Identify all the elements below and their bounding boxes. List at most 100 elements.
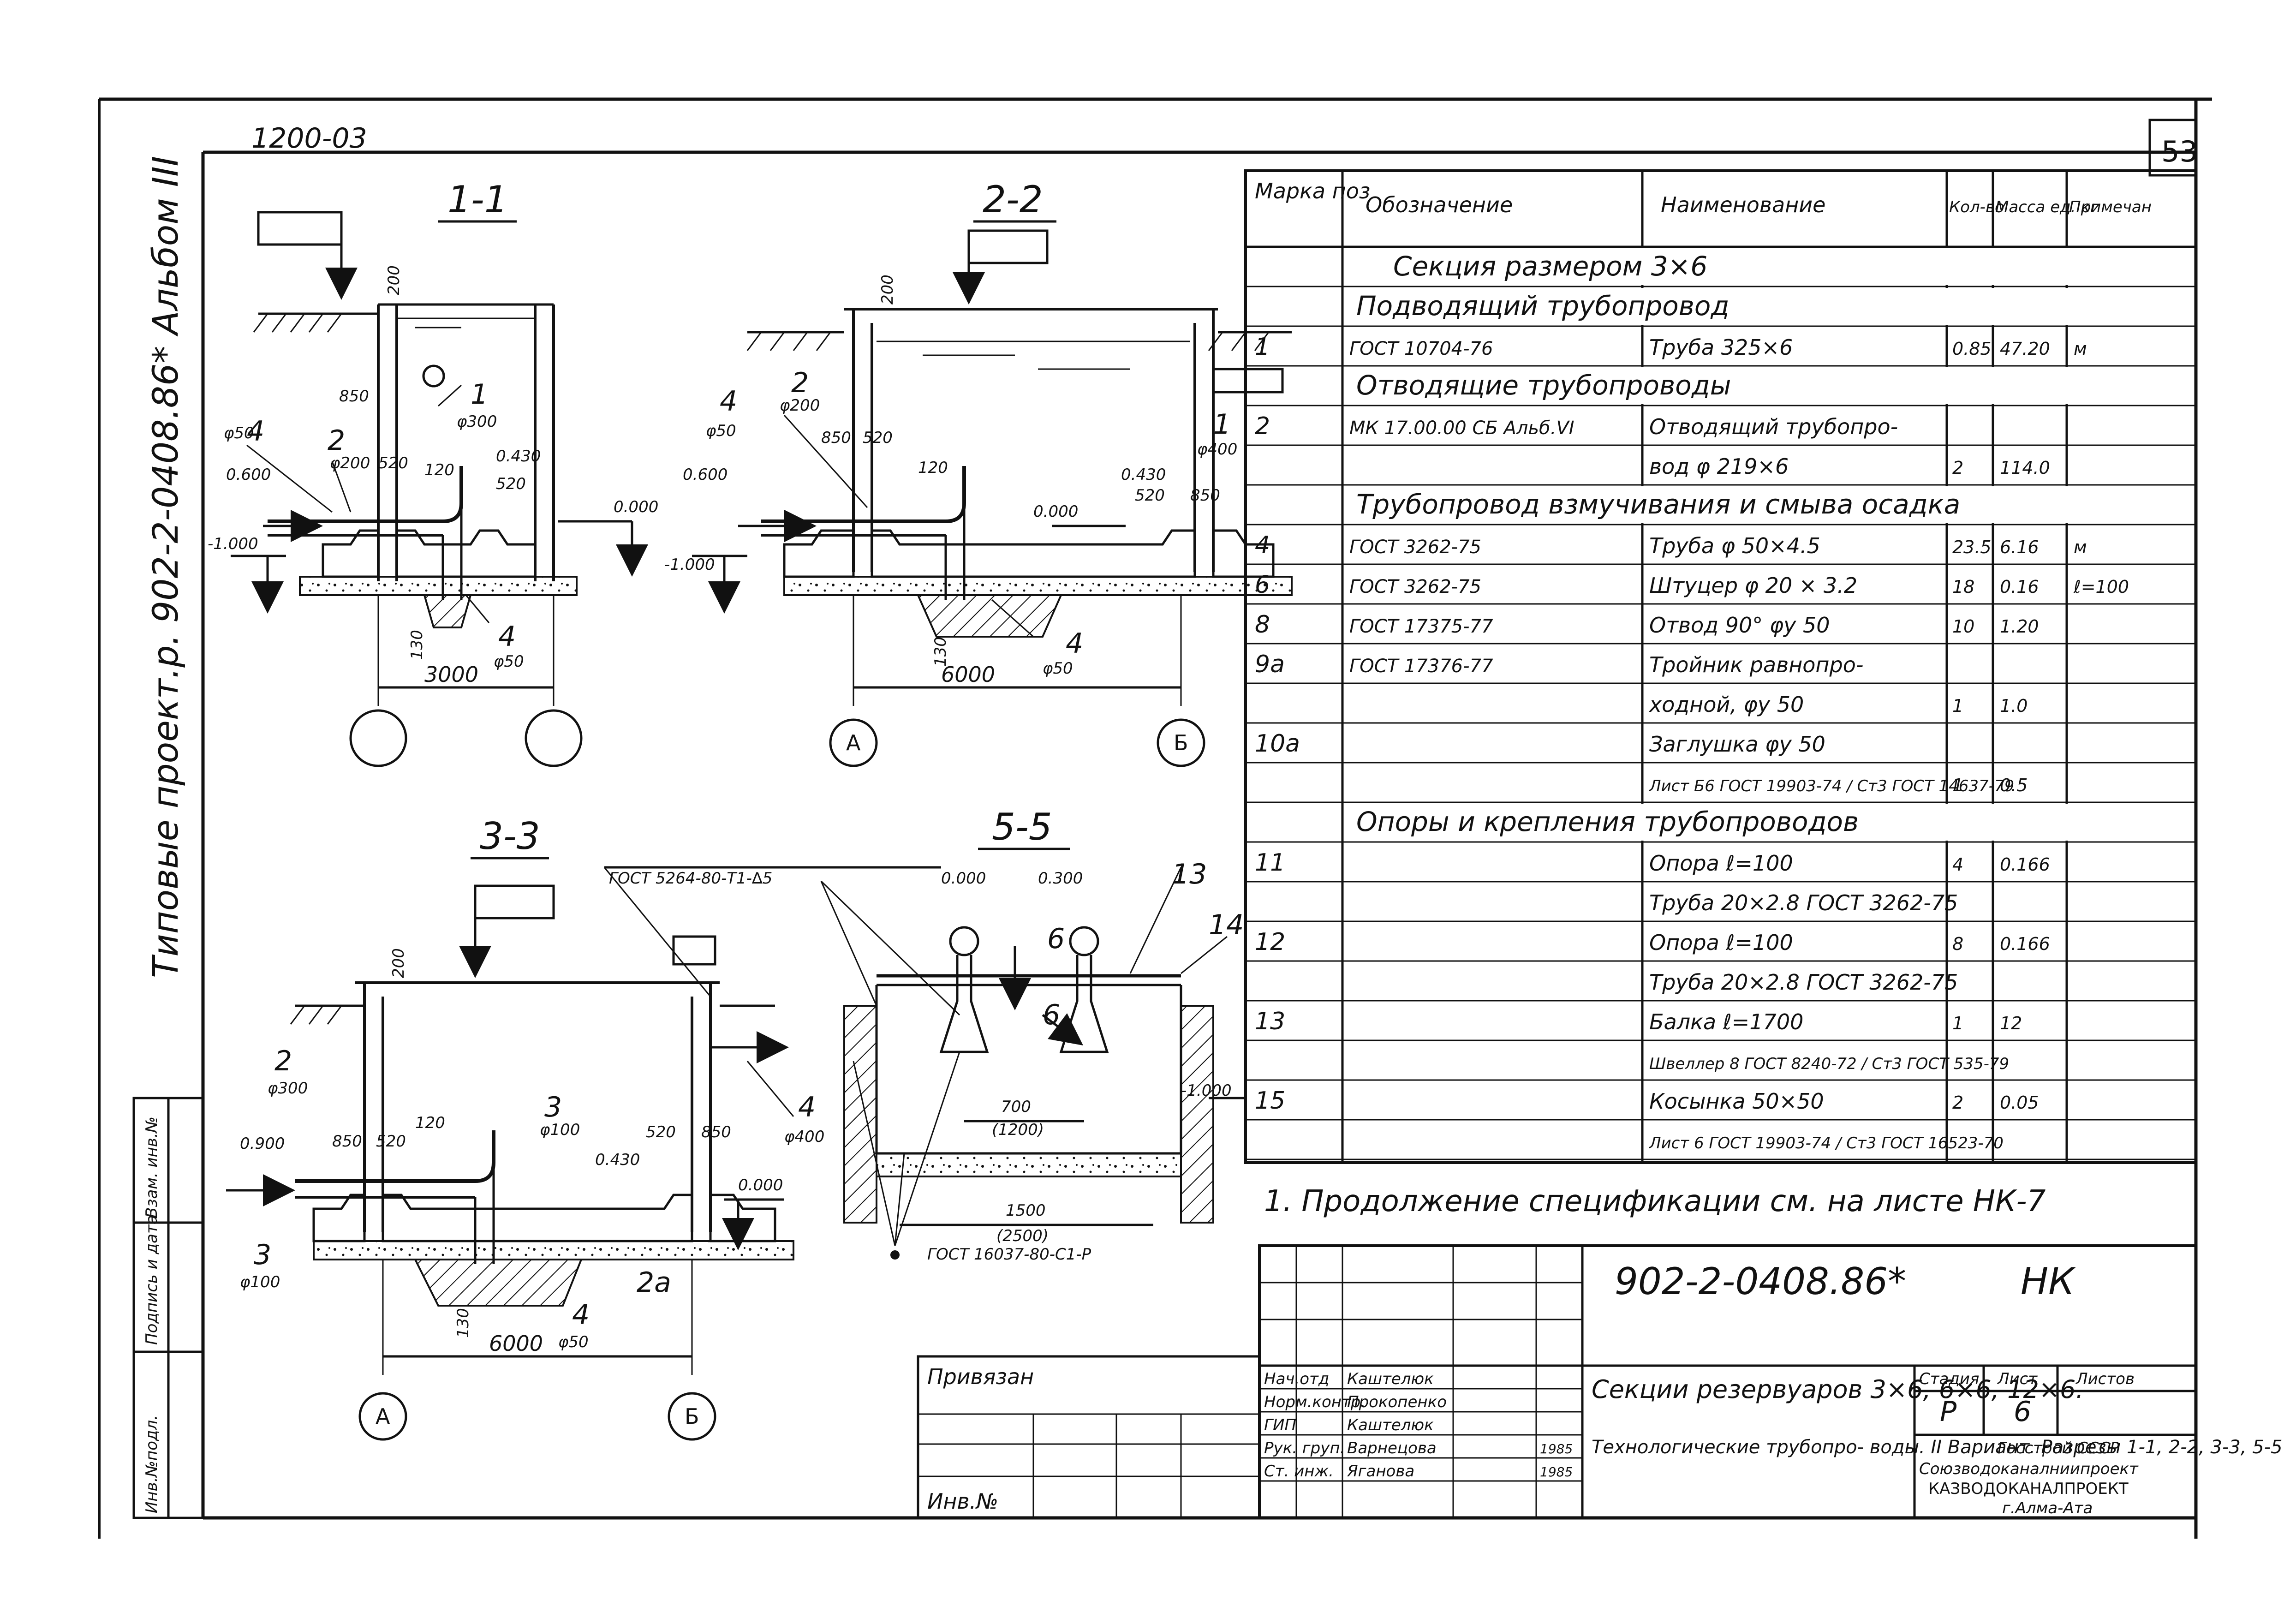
page-number: 53 — [2161, 135, 2198, 168]
svg-text:130: 130 — [931, 637, 950, 667]
spec-cell-name: Тройник равнопро- — [1649, 652, 1863, 677]
spec-cell-name: Лист 6 ГОСТ 19903-74 / Ст3 ГОСТ 16523-70 — [1648, 1134, 2004, 1152]
svg-text:4: 4 — [798, 1091, 816, 1123]
spec-cell-desig: ГОСТ 3262-75 — [1349, 537, 1481, 558]
svg-text:4: 4 — [498, 621, 516, 653]
signature-date: 1985 — [1540, 1441, 1573, 1457]
spec-cell-mass: 47.20 — [2000, 339, 2050, 359]
org-line-4: г.Алма-Ата — [2002, 1499, 2093, 1517]
spec-cell-qty: 1 — [1952, 696, 1963, 716]
spec-cell-pos: 1 — [1255, 333, 1270, 361]
spec-cell-pos: 9а — [1255, 651, 1285, 678]
svg-text:850: 850 — [1190, 486, 1220, 505]
section-3-3: 3-3 ГОСТ 5264-80-Т1-∆5 200 2 φ300 0.900 … — [226, 815, 941, 1441]
svg-text:φ300: φ300 — [268, 1079, 308, 1098]
svg-text:4: 4 — [247, 415, 264, 448]
svg-text:φ400: φ400 — [1197, 440, 1237, 459]
doc-code: 902-2-0408.86* — [1615, 1260, 1906, 1303]
spec-cell-qty: 2 — [1952, 458, 1963, 478]
svg-text:13: 13 — [1172, 858, 1207, 890]
svg-text:2: 2 — [328, 424, 345, 457]
spec-cell-mass: 114.0 — [2000, 458, 2050, 478]
spec-cell-name: Косынка 50×50 — [1649, 1089, 1824, 1114]
spec-cell-mass: 1.20 — [2000, 616, 2039, 637]
spec-cell-pos: 11 — [1255, 849, 1285, 877]
header-code: 1200-03 — [251, 122, 367, 155]
svg-text:φ300: φ300 — [457, 412, 497, 431]
section-2-2-title: 2-2 — [983, 178, 1043, 221]
svg-text:А: А — [846, 730, 861, 755]
svg-text:φ400: φ400 — [784, 1128, 824, 1146]
svg-text:120: 120 — [424, 461, 454, 479]
signature-date: 1985 — [1540, 1464, 1573, 1480]
spec-cell-desig: ГОСТ 10704-76 — [1349, 338, 1493, 359]
section-2-2: 2-2 200 2 φ200 4 φ50 850 520 120 — [664, 178, 1293, 767]
svg-text:1: 1 — [1213, 408, 1231, 441]
spec-cell-qty: 18 — [1952, 577, 1974, 597]
svg-text:3000: 3000 — [424, 662, 478, 687]
spec-cell-mass: 0.16 — [2000, 577, 2039, 597]
spec-cell-name: Отводящий трубопро- — [1649, 414, 1898, 439]
svg-text:850: 850 — [339, 387, 369, 406]
spec-cell-mass: 0.166 — [2000, 934, 2050, 954]
svg-text:0.600: 0.600 — [683, 466, 728, 484]
org-line-3: КАЗВОДОКАНАЛПРОЕКТ — [1928, 1480, 2129, 1498]
svg-text:6000: 6000 — [489, 1331, 543, 1356]
svg-text:0.600: 0.600 — [226, 466, 271, 484]
svg-text:4: 4 — [1066, 627, 1083, 660]
svg-text:850: 850 — [701, 1123, 731, 1141]
svg-text:6000: 6000 — [941, 662, 995, 687]
spec-cell-name: Лист Б6 ГОСТ 19903-74 / Ст3 ГОСТ 14637-7… — [1648, 777, 2014, 795]
signature-name: Варнецова — [1347, 1439, 1437, 1457]
stage-value: Р — [1940, 1396, 1957, 1428]
svg-text:850: 850 — [821, 429, 851, 447]
svg-text:0.000: 0.000 — [941, 869, 986, 888]
svg-text:130: 130 — [408, 630, 426, 660]
svg-text:200: 200 — [878, 275, 897, 304]
svg-text:200: 200 — [385, 265, 403, 295]
spec-cell-qty: 8 — [1952, 934, 1963, 954]
svg-text:0.000: 0.000 — [614, 498, 658, 516]
spec-cell-desig: ГОСТ 17375-77 — [1349, 616, 1493, 637]
signature-role: Нач.отд — [1264, 1370, 1329, 1388]
privyazan-label: Привязан — [927, 1364, 1034, 1389]
spec-cell-name: Труба 325×6 — [1649, 335, 1793, 360]
spec-cell-pos: 8 — [1255, 611, 1270, 639]
spec-header-qty: Кол-во — [1949, 198, 2004, 216]
svg-text:0.900: 0.900 — [240, 1134, 285, 1153]
spec-group-title: Трубопровод взмучивания и смыва осадка — [1356, 489, 1960, 520]
spec-cell-note: м — [2074, 339, 2087, 359]
spec-cell-pos: 12 — [1255, 928, 1285, 956]
spec-cell-name: Балка ℓ=1700 — [1649, 1009, 1803, 1034]
spec-cell-qty: 2 — [1952, 1093, 1963, 1113]
svg-text:0.430: 0.430 — [496, 447, 541, 466]
spec-footnote: 1. Продолжение спецификации см. на листе… — [1264, 1184, 2046, 1218]
svg-text:(1200): (1200) — [992, 1121, 1044, 1139]
signature-role: Норм.контр. — [1264, 1393, 1366, 1411]
svg-text:700: 700 — [1001, 1098, 1031, 1116]
section-3-3-title: 3-3 — [480, 815, 540, 858]
stamp-sign: Подпись и дата — [143, 1215, 161, 1345]
svg-text:Б: Б — [685, 1404, 699, 1429]
spec-cell-mass: 0.5 — [2000, 775, 2028, 795]
spec-cell-qty: 10 — [1952, 616, 1974, 637]
spec-cell-pos: 6 — [1255, 571, 1270, 599]
spec-cell-pos: 15 — [1255, 1087, 1285, 1115]
inv-label: Инв.№ — [927, 1489, 998, 1514]
svg-text:(2500): (2500) — [996, 1227, 1049, 1245]
spec-table-header: Марка поз Обозначение Наименование Кол-в… — [1255, 179, 2152, 217]
signature-name: Яганова — [1347, 1462, 1414, 1481]
svg-text:φ100: φ100 — [540, 1121, 580, 1139]
svg-text:-1.000: -1.000 — [1181, 1081, 1232, 1100]
spec-group-title: Опоры и крепления трубопроводов — [1356, 806, 1859, 837]
section-5-5: 5-5 0.000 0.300 13 14 6 6 700 (1200) -1 — [820, 806, 1246, 1264]
svg-text:1500: 1500 — [1006, 1201, 1046, 1220]
spec-header-note: Примечан — [2069, 198, 2152, 216]
title-block-grid — [917, 1244, 2197, 1519]
signature-role: Ст. инж. — [1264, 1462, 1334, 1481]
sheets-header: Листов — [2075, 1370, 2135, 1388]
signature-name: Каштелюк — [1347, 1370, 1434, 1388]
left-stamp — [132, 1097, 204, 1519]
spec-cell-qty: 1 — [1952, 1013, 1963, 1033]
spec-cell-note: ℓ=100 — [2073, 577, 2129, 597]
